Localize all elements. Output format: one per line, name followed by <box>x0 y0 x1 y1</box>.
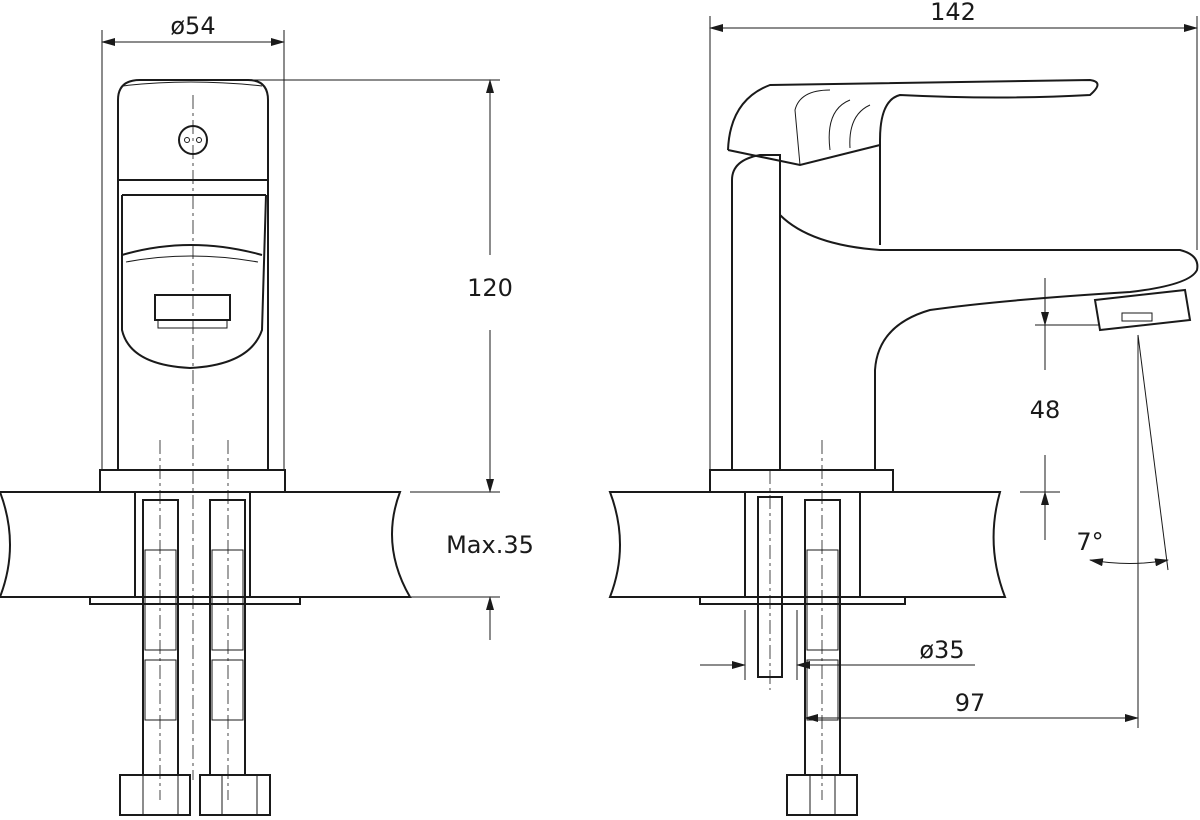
front-view: ø54 120 Max.35 <box>0 12 534 816</box>
diameter-54-label: ø54 <box>170 12 215 40</box>
supply-hoses-front <box>119 499 271 816</box>
faucet-body-front <box>117 79 269 470</box>
hole-diameter-35-label: ø35 <box>919 636 964 664</box>
hose-nut <box>119 774 191 816</box>
side-view: 142 48 7° ø35 97 <box>608 0 1199 816</box>
supply-parts-side <box>757 496 858 816</box>
max-thickness-label: Max.35 <box>446 531 534 559</box>
mounting-plate <box>89 596 301 605</box>
aerator <box>1093 288 1192 332</box>
countertop-section-left <box>0 491 412 598</box>
mounting-plate <box>699 596 906 605</box>
spout-height-48-label: 48 <box>1030 396 1061 424</box>
reach-97-label: 97 <box>955 689 986 717</box>
countertop-section-right <box>608 491 1007 598</box>
faucet-body-side <box>727 78 1199 470</box>
height-120-label: 120 <box>467 274 513 302</box>
hose-nut <box>199 774 271 816</box>
base-plate <box>99 469 286 493</box>
base-plate <box>709 469 894 493</box>
length-142-label: 142 <box>930 0 976 26</box>
angle-7-label: 7° <box>1076 528 1103 556</box>
